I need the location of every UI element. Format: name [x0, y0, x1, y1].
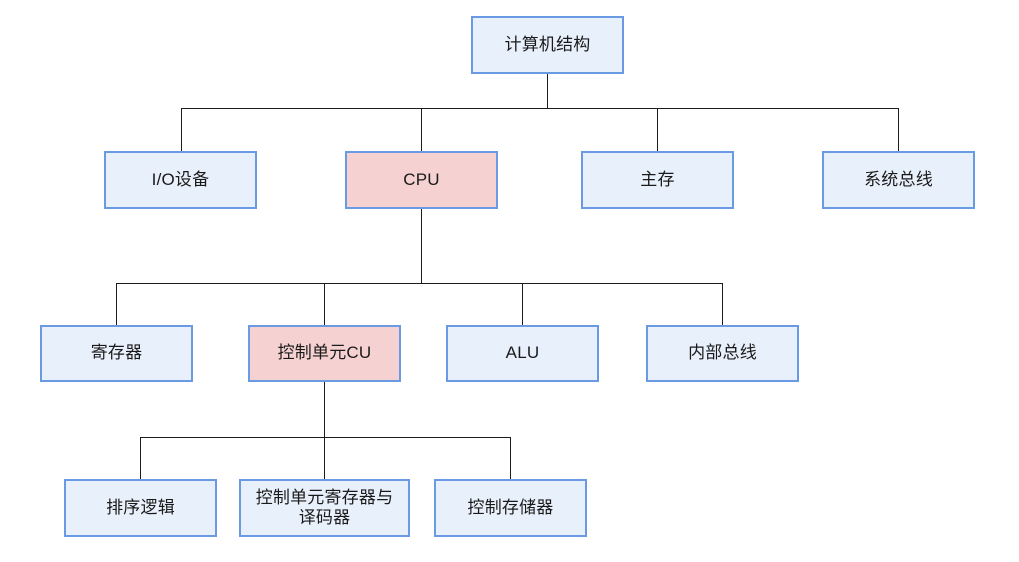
edge-control-unit-stem: [324, 382, 326, 438]
node-sequencing-logic[interactable]: 排序逻辑: [64, 479, 217, 537]
node-io-device[interactable]: I/O设备: [104, 151, 257, 209]
edge-to-main-memory: [657, 108, 659, 151]
edge-root-stem: [547, 74, 549, 109]
edge-to-internal-bus: [722, 283, 724, 325]
node-system-bus[interactable]: 系统总线: [822, 151, 975, 209]
edge-to-io: [181, 108, 183, 151]
node-computer-architecture[interactable]: 计算机结构: [471, 16, 624, 74]
edge-to-alu: [522, 283, 524, 325]
edge-cpu-stem: [421, 209, 423, 284]
edge-level3-bus: [116, 283, 723, 285]
edge-to-cpu: [421, 108, 423, 151]
node-main-memory[interactable]: 主存: [581, 151, 734, 209]
node-register[interactable]: 寄存器: [40, 325, 193, 382]
edge-to-sequencing-logic: [140, 437, 142, 479]
node-control-memory[interactable]: 控制存储器: [434, 479, 587, 537]
node-alu[interactable]: ALU: [446, 325, 599, 382]
edge-level2-bus: [181, 108, 899, 110]
node-cpu[interactable]: CPU: [345, 151, 498, 209]
edge-to-control-unit: [324, 283, 326, 325]
edge-to-register: [116, 283, 118, 325]
node-internal-bus[interactable]: 内部总线: [646, 325, 799, 382]
edge-to-control-memory: [510, 437, 512, 479]
edge-to-system-bus: [898, 108, 900, 151]
node-control-unit-cu[interactable]: 控制单元CU: [248, 325, 401, 382]
edge-to-cu-registers-decoders: [324, 437, 326, 479]
node-cu-registers-decoders[interactable]: 控制单元寄存器与 译码器: [239, 479, 410, 537]
